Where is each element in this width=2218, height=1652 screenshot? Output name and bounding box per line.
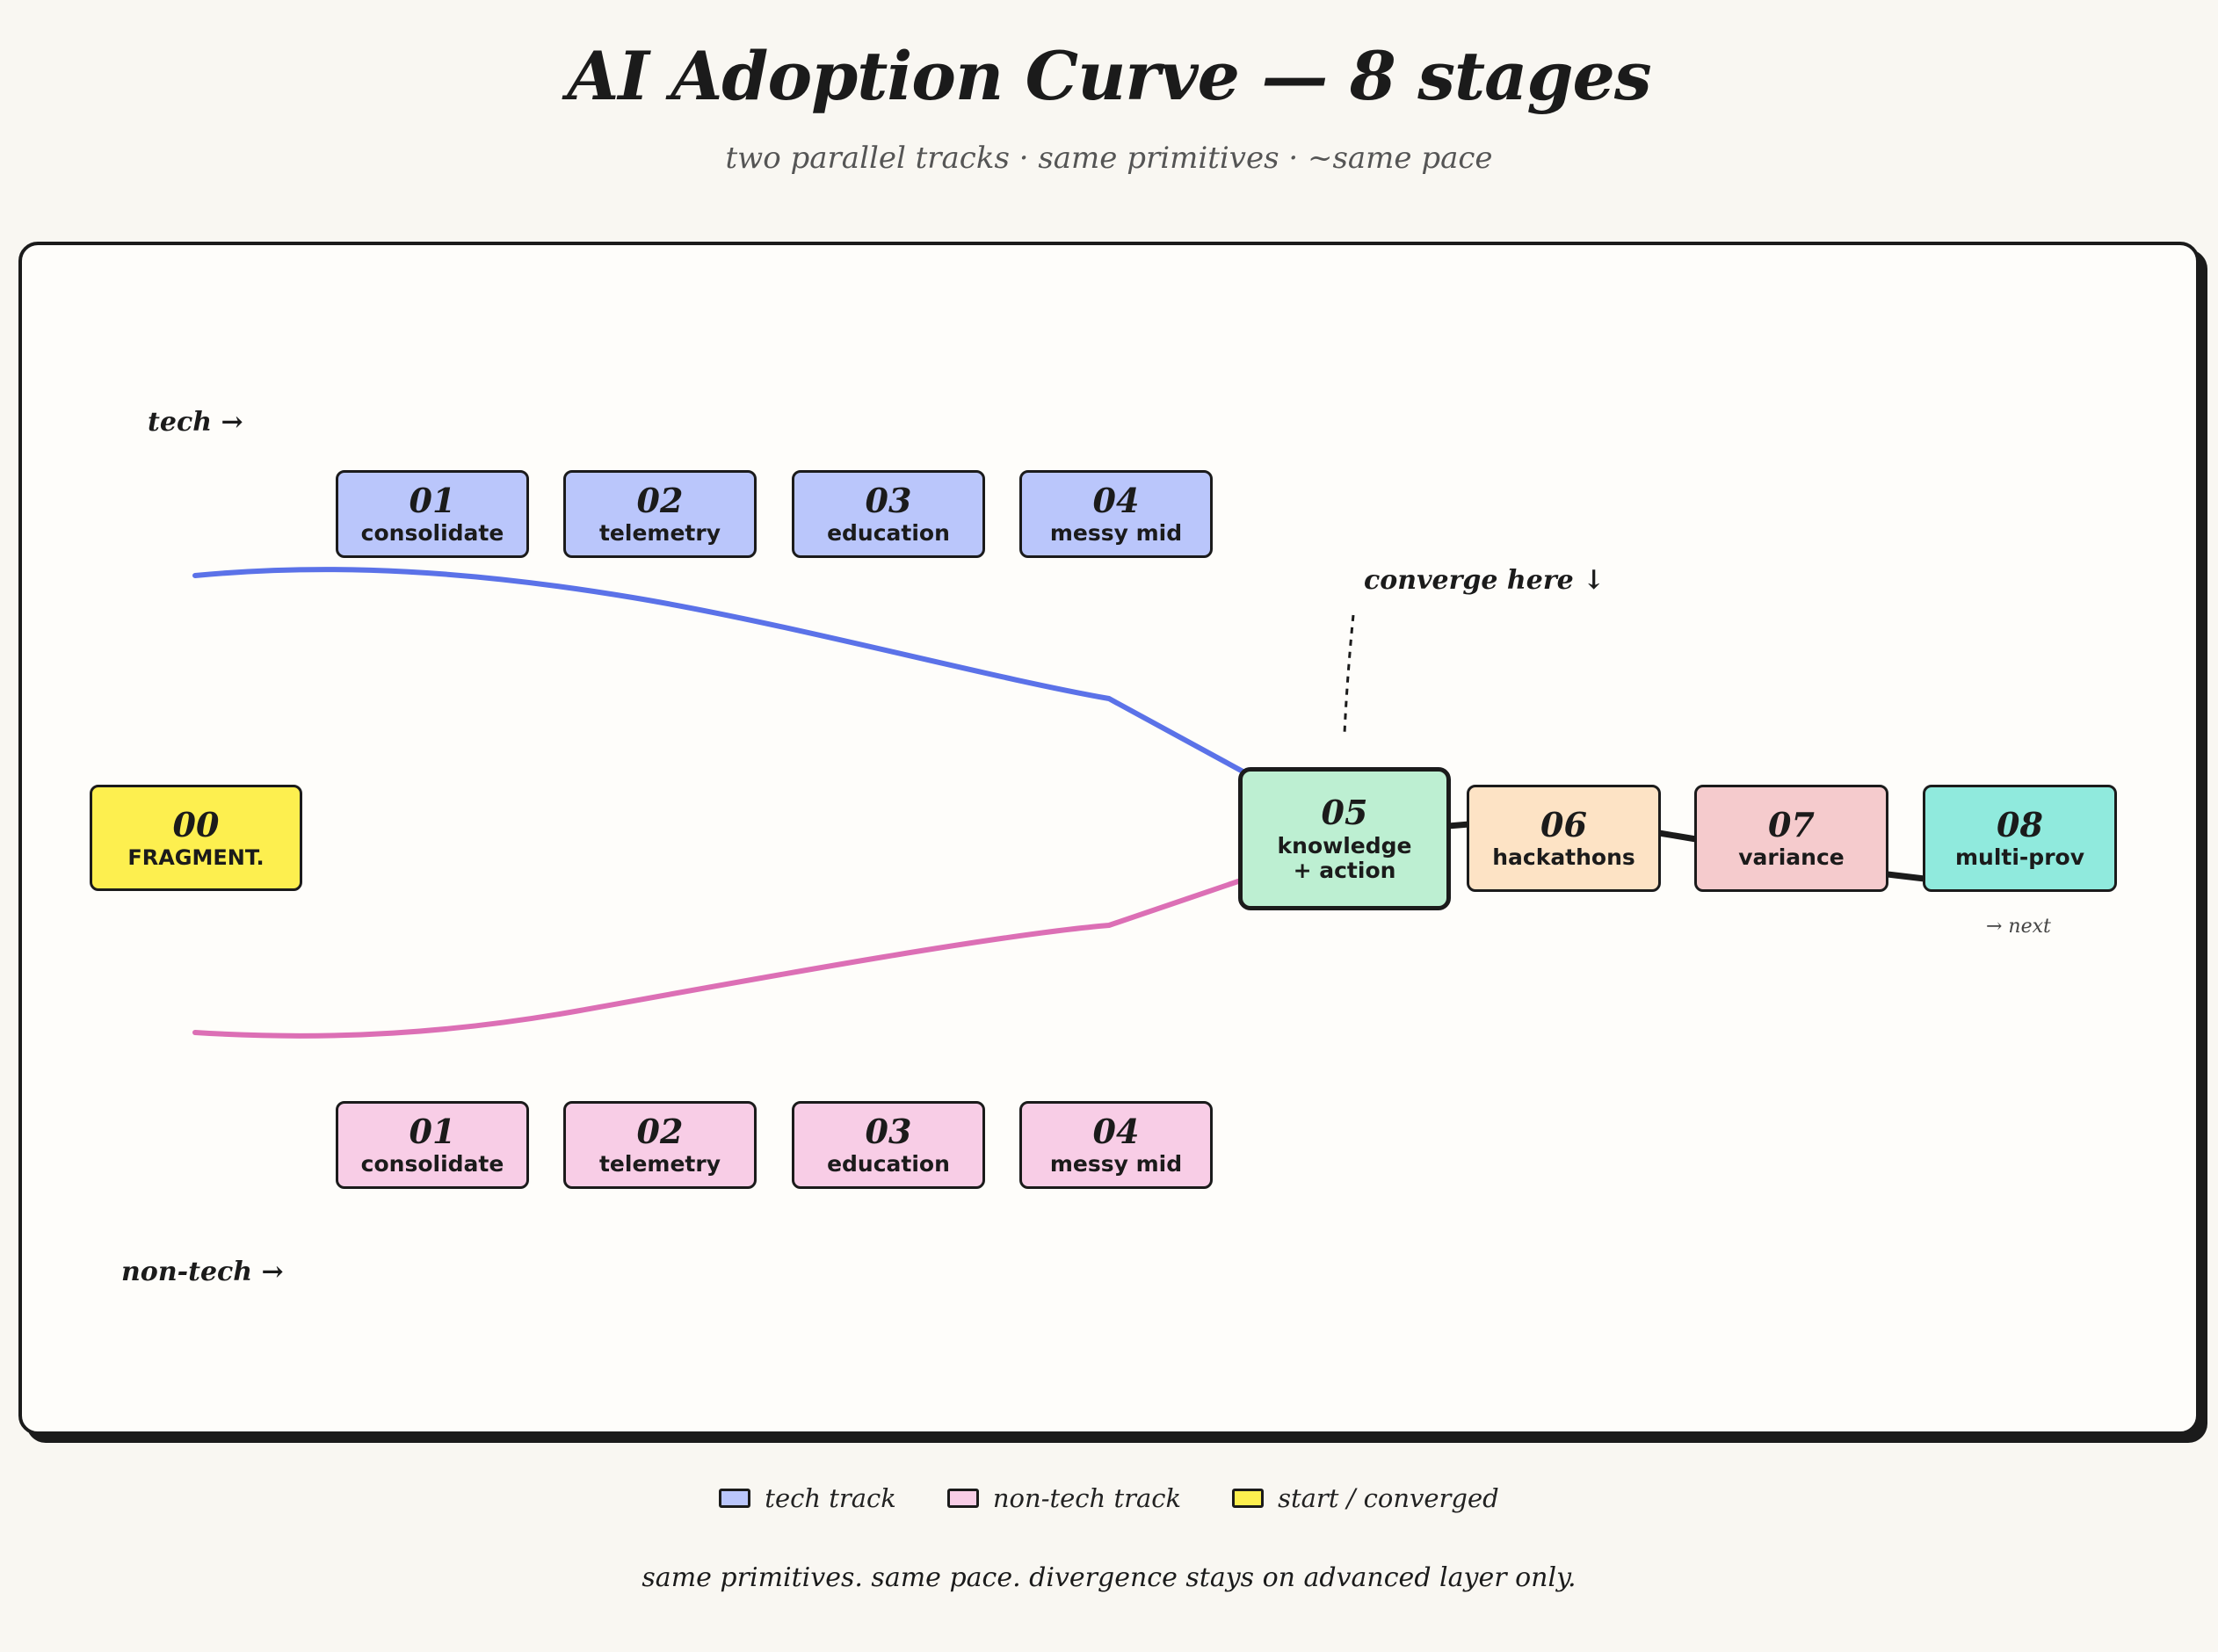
stage-label: multi-prov <box>1954 844 2084 871</box>
legend-label: tech track <box>765 1483 896 1513</box>
connector-07-08 <box>1887 871 1925 882</box>
stage-label: variance <box>1738 844 1845 871</box>
legend-swatch <box>1232 1489 1265 1508</box>
stage-label: hackathons <box>1492 844 1635 871</box>
nontech-stage-03: 03 education <box>792 1101 985 1189</box>
advanced-stage-08: 08 multi-prov <box>1923 785 2117 892</box>
connector-05-06 <box>1447 821 1470 830</box>
legend-item-start: start / converged <box>1232 1483 1499 1513</box>
page-title: AI Adoption Curve — 8 stages <box>567 37 1651 115</box>
stage-number: 08 <box>1997 804 2043 844</box>
nontech-stage-01: 01 consolidate <box>336 1101 529 1189</box>
legend-item-nontech: non-tech track <box>946 1483 1182 1513</box>
stage-number: 00 <box>172 804 220 844</box>
stage-number: 01 <box>409 480 456 520</box>
nontech-track-label: non-tech → <box>121 1257 284 1287</box>
legend-label: start / converged <box>1278 1483 1499 1513</box>
stage-number: 04 <box>1092 1111 1140 1151</box>
tech-stage-04: 04 messy mid <box>1019 470 1213 558</box>
tech-track-label: tech → <box>148 407 243 438</box>
stage-number: 01 <box>409 1111 456 1151</box>
stage-number: 07 <box>1768 804 1815 844</box>
stage-number: 06 <box>1540 804 1587 844</box>
advanced-stage-07: 07 variance <box>1694 785 1888 892</box>
advanced-stage-06: 06 hackathons <box>1467 785 1661 892</box>
page-subtitle: two parallel tracks · same primitives · … <box>725 141 1493 176</box>
stage-label: education <box>827 1151 950 1177</box>
legend: tech track non-tech track start / conver… <box>0 1483 2218 1513</box>
legend-label: non-tech track <box>992 1483 1182 1513</box>
tech-stage-03: 03 education <box>792 470 985 558</box>
footer-note: same primitives. same pace. divergence s… <box>641 1562 1577 1593</box>
stage-label-line1: knowledge <box>1277 832 1412 859</box>
converged-stage-05: 05 knowledge + action <box>1238 767 1451 910</box>
stage-label: telemetry <box>598 520 721 547</box>
stage-number: 04 <box>1092 480 1140 520</box>
legend-swatch <box>946 1489 979 1508</box>
nontech-stage-04: 04 messy mid <box>1019 1101 1213 1189</box>
stage-number: 02 <box>636 480 684 520</box>
stage-label-line2: + action <box>1293 858 1396 884</box>
stage-label: telemetry <box>598 1151 721 1177</box>
stage-label: education <box>827 520 950 547</box>
converge-pointer-line <box>1343 614 1355 735</box>
start-stage-00: 00 FRAGMENT. <box>90 785 302 891</box>
nontech-stage-02: 02 telemetry <box>563 1101 757 1189</box>
tech-stage-02: 02 telemetry <box>563 470 757 558</box>
tech-stage-01: 01 consolidate <box>336 470 529 558</box>
stage-number: 03 <box>865 1111 912 1151</box>
stage-label: FRAGMENT. <box>127 844 265 870</box>
connector-06-07 <box>1658 830 1697 843</box>
stage-label: consolidate <box>360 520 504 547</box>
stage-label: messy mid <box>1049 520 1183 547</box>
stage-number: 05 <box>1321 792 1368 832</box>
nontech-track-curve <box>192 878 1243 1039</box>
stage-number: 02 <box>636 1111 684 1151</box>
next-label: → next <box>1986 916 2051 938</box>
converge-note: converge here ↓ <box>1364 565 1606 596</box>
stage-number: 03 <box>865 480 912 520</box>
stage-label: consolidate <box>360 1151 504 1177</box>
legend-swatch <box>719 1489 751 1508</box>
tech-track-curve <box>192 567 1249 776</box>
legend-item-tech: tech track <box>719 1483 896 1513</box>
stage-label: messy mid <box>1049 1151 1183 1177</box>
